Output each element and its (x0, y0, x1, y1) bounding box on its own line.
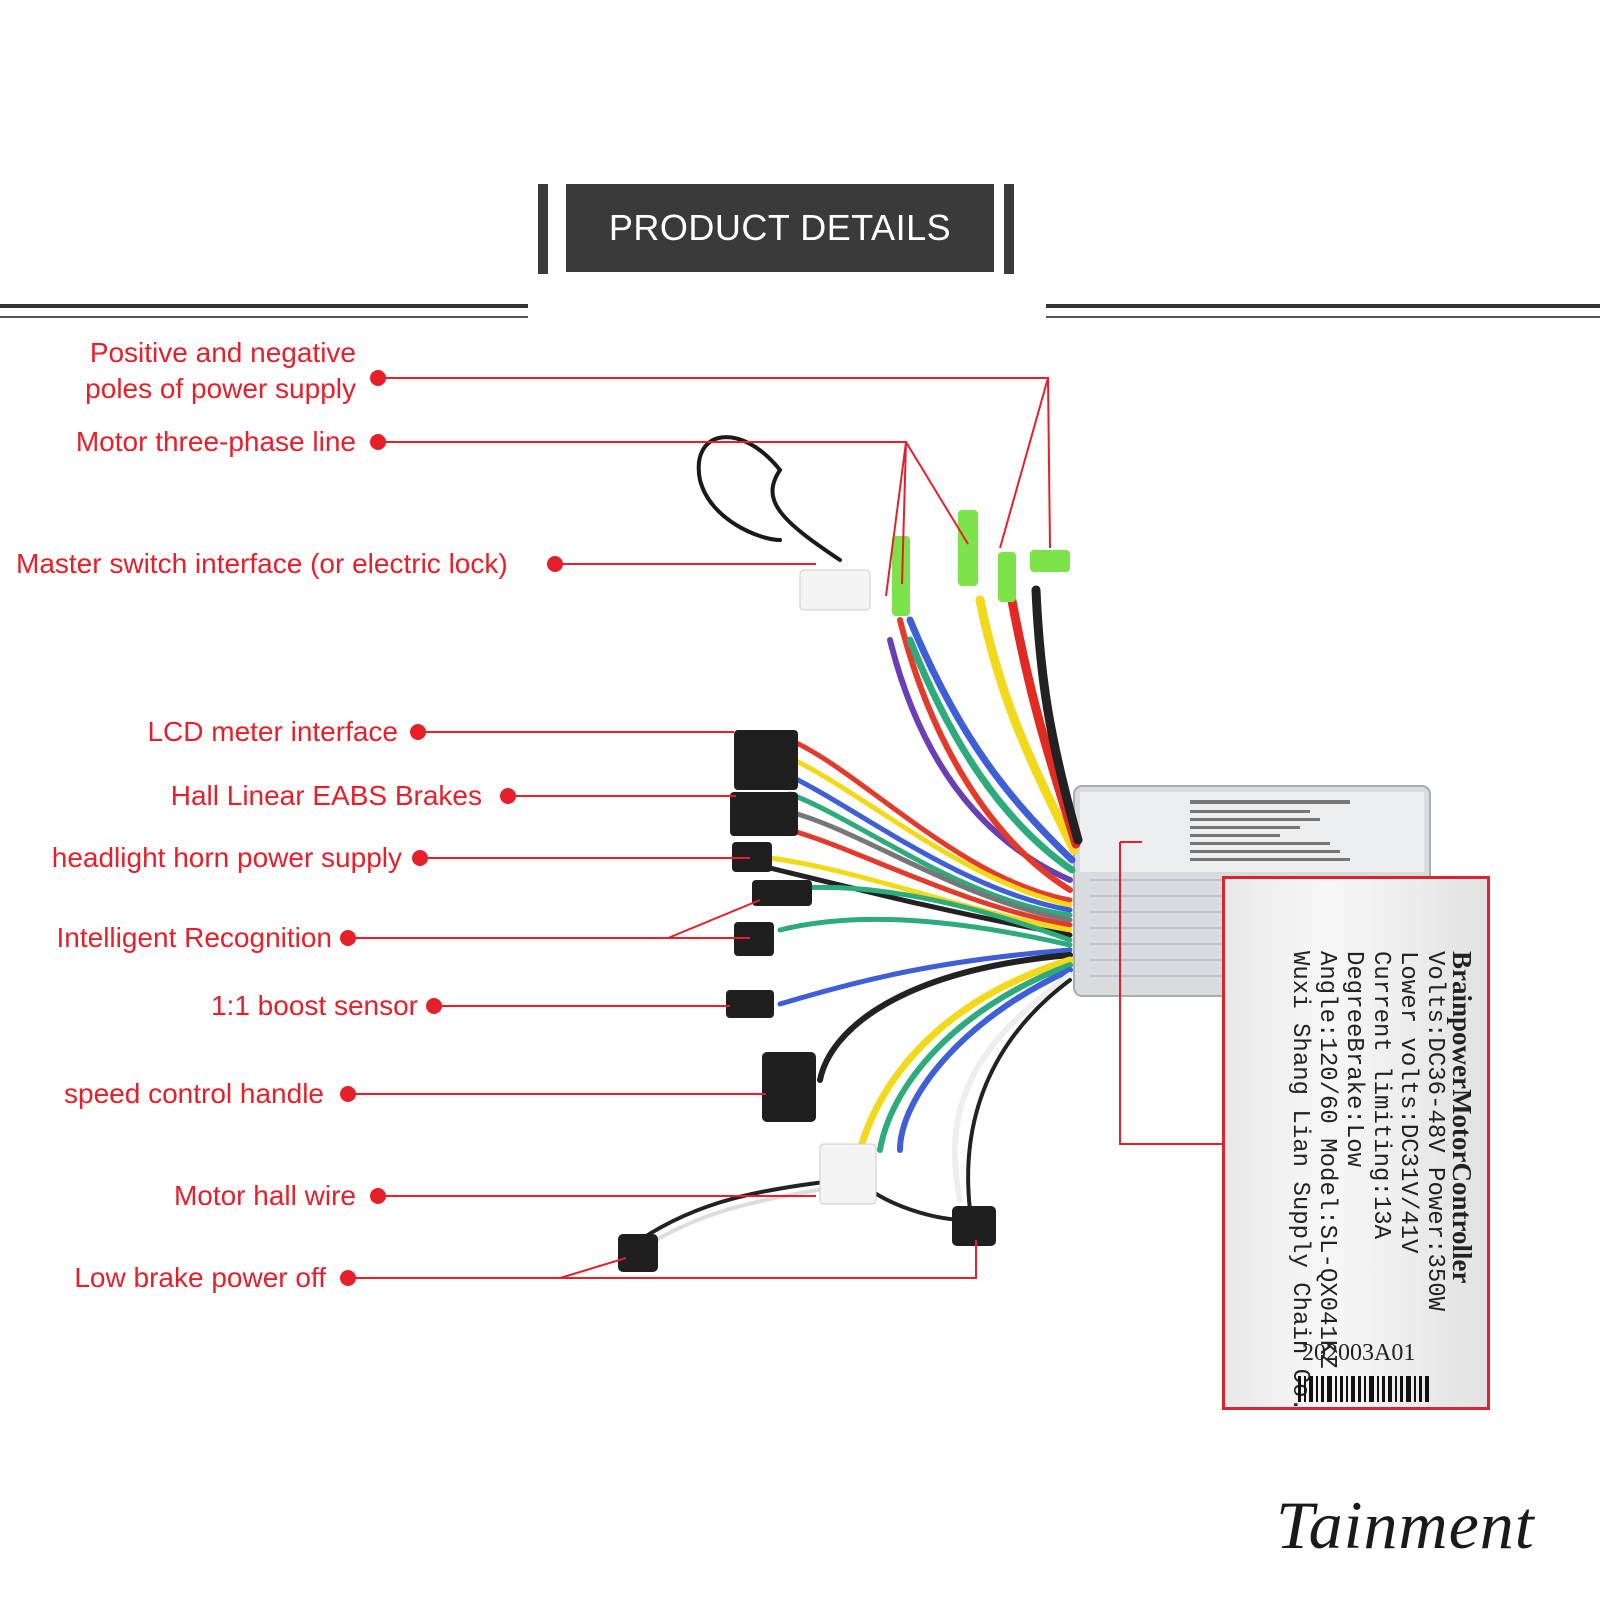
label-boost-sensor: 1:1 boost sensor (210, 990, 418, 1021)
label-intelligent-recognition: Intelligent Recognition (56, 922, 332, 953)
label-low-brake: Low brake power off (74, 1262, 326, 1293)
pointer-lines (350, 377, 1222, 1279)
header-bar-left (538, 184, 548, 274)
plate-serial: 202003A01 (1302, 1340, 1416, 1366)
signature: Tainment (1276, 1487, 1535, 1563)
header-rule-right-thin (1046, 316, 1600, 318)
mini-label-text (1190, 800, 1350, 861)
product-details-header: PRODUCT DETAILS (538, 184, 1014, 274)
controller-box (1073, 785, 1431, 997)
label-motor-hall: Motor hall wire (173, 1180, 356, 1211)
label-dots (340, 370, 563, 1286)
barcode-icon (1298, 1376, 1429, 1402)
label-hall-brakes: Hall Linear EABS Brakes (170, 780, 482, 811)
header-rule-left-thin (0, 316, 528, 318)
header-rule-right (1046, 304, 1600, 308)
header-bar-right (1004, 184, 1014, 274)
label-motor-three-phase: Motor three-phase line (75, 426, 356, 457)
label-lcd-meter: LCD meter interface (147, 716, 398, 747)
label-power-supply: Positive and negative poles of power sup… (85, 337, 356, 404)
header-title: PRODUCT DETAILS (566, 184, 994, 272)
plate-line: Volts:DC36-48V Power:350W (1421, 951, 1448, 1312)
label-speed-handle: speed control handle (64, 1078, 324, 1109)
header-rule-left (0, 304, 528, 308)
plate-title: BrainpowerMotorController (1447, 951, 1477, 1284)
wire-bundle (638, 435, 1083, 1252)
nameplate-zoom: BrainpowerMotorController Volts:DC36-48V… (1222, 876, 1490, 1410)
label-headlight-horn: headlight horn power supply (51, 842, 402, 873)
label-master-switch: Master switch interface (or electric loc… (16, 548, 508, 579)
connectors (618, 510, 1070, 1272)
